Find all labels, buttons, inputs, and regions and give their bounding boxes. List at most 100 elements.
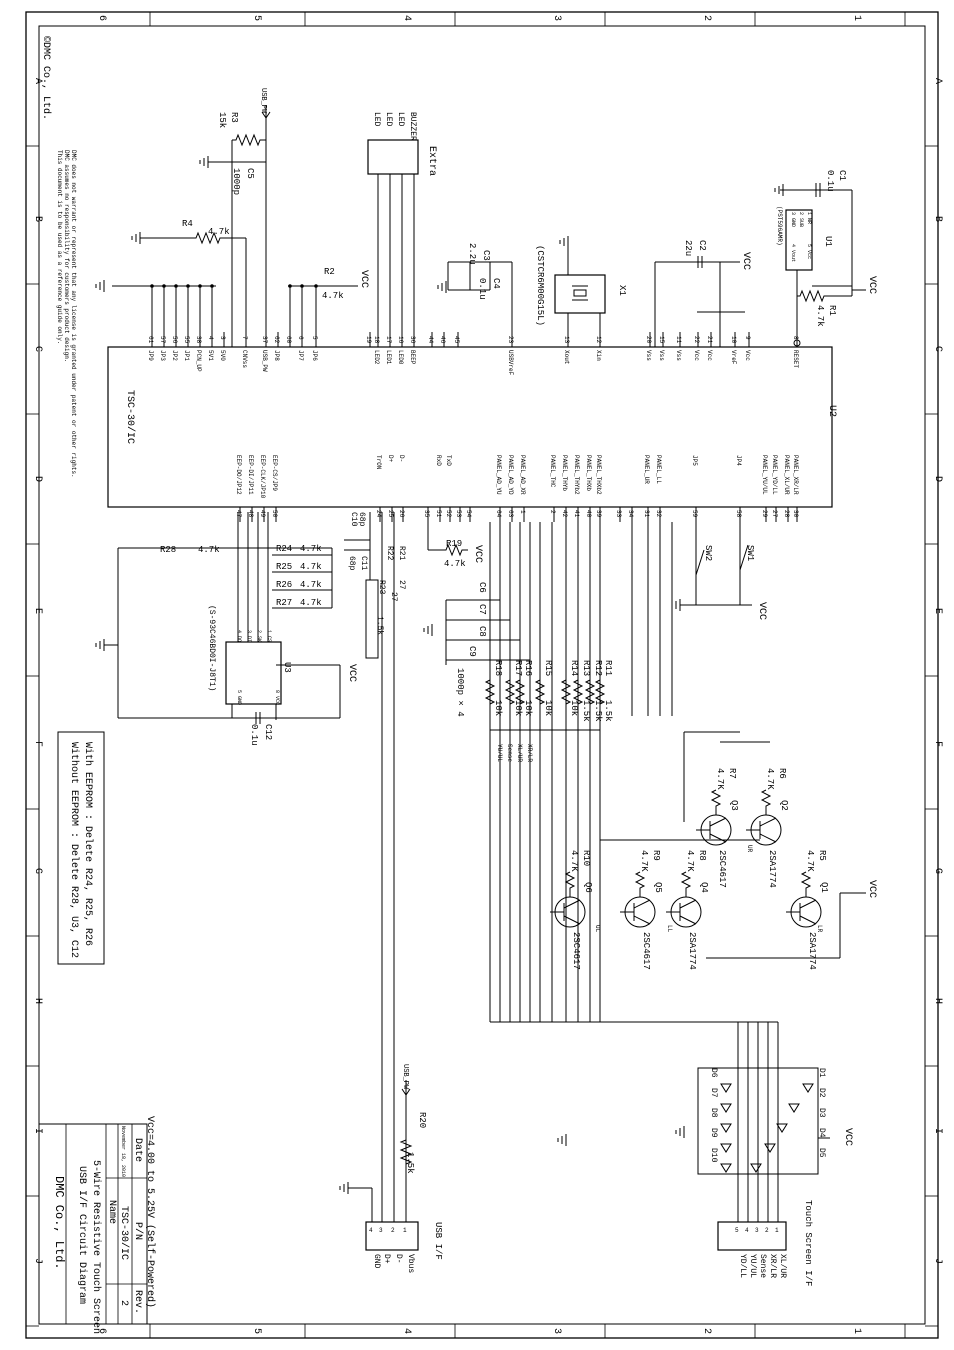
c9-ref: C9 [467, 646, 477, 657]
x1-name-label: (CSTCR6M00G15L) [535, 245, 545, 326]
r3-resistor [232, 133, 266, 147]
vcc-text-r19: VCC [472, 545, 483, 563]
touch-if-pin-num: 2 [765, 1227, 769, 1234]
c1-label: C1 [837, 170, 847, 181]
col-marker-bottom-4-group: 2 [701, 1328, 712, 1334]
u2-bottom-pin-label-12: PANEL_THYb2 [573, 455, 580, 495]
u2-top-pin-num-7-group: 20 [645, 336, 652, 344]
u2-top-pin-num-24-group: 7 [241, 336, 248, 340]
r9-resistor [634, 871, 646, 897]
extra-pin-0: BUZZER [408, 112, 417, 141]
c4-value-label: 0.1u [477, 278, 487, 300]
touch-if-pin-1-group: XR/LR [768, 1254, 777, 1278]
usb-pin-0: Vbus [406, 1254, 415, 1273]
vcc-note: Vcc=4.00 to 5.25V (Self-Powered) [144, 1116, 156, 1308]
diode-symbol-right-1 [802, 1083, 814, 1093]
row-marker-left-6: G [32, 868, 43, 874]
col-marker-top-1: 5 [251, 15, 262, 21]
u2-top-pin-label-22: JP8 [273, 350, 280, 361]
junction-dot [288, 284, 292, 288]
row-marker-right-9-group: J [932, 1258, 943, 1264]
u2-bottom-pins: 30PANEL_XR/LR28PANEL_XL/UR27PANEL_YD/LL2… [235, 455, 799, 522]
u2-bottom-pin-num-0: 30 [792, 510, 799, 518]
r16-ref-group: R16 [523, 660, 533, 676]
outer-frame [25, 11, 939, 1339]
u2-top-pin-label-6: Vss [658, 350, 665, 361]
c2-value: 22u [683, 240, 693, 256]
usb-pin-1: D- [394, 1254, 403, 1264]
r13-ref-group: R13 [581, 660, 591, 676]
row-marker-left-2: C [32, 346, 43, 352]
u2-chip [107, 346, 833, 508]
junction-dot [186, 284, 190, 288]
vcc-label-q: VCC [866, 880, 877, 898]
col-marker-top-0-group: 6 [96, 15, 107, 21]
q4-type-group: 2SA1774 [687, 932, 697, 970]
date-value: November 18, 2010 [120, 1126, 126, 1177]
u3-name: (S-93C46BD0I-J8T1) [207, 605, 216, 691]
u2-top-pin-label-24-group: CNVss [241, 350, 248, 368]
panel-wires [489, 522, 673, 1022]
u2-bottom-pin-label-5: JP5 [691, 455, 698, 466]
u2-bottom-pin-label-10-group: PANEL_THXb2 [595, 455, 602, 495]
touch-if-pin-num: 4 [745, 1227, 749, 1234]
r14-resistor [560, 679, 572, 705]
r11-r18-resistors: R111.5kR121.5kR131.5kR1410kR1510kR1610kR… [484, 660, 613, 731]
u2-bottom-pin-num-11-group: 40 [585, 510, 592, 518]
r17-value: 10k [513, 700, 523, 716]
u2-top-pin-label-9-group: Xout [563, 350, 570, 364]
disclaimer-line-2: DMC assumes no responsibility for custom… [63, 150, 70, 362]
u2-bottom-pin-num-7-group: 31 [643, 510, 650, 518]
r18-ref-group: R18 [493, 660, 503, 676]
r3-value: 15k [217, 112, 227, 128]
u2-top-pin-label-31: JP9 [147, 350, 154, 361]
r10-value: 4.7K [569, 850, 579, 872]
r16-ref: R16 [523, 660, 533, 676]
u2-bottom-pin-num-10-group: 39 [595, 510, 602, 518]
c12-ref: C12 [263, 724, 273, 740]
u2-top-pin-num-1-group: 9 [744, 336, 751, 340]
u2-bottom-pin-num-8-group: 34 [627, 510, 634, 518]
q3-ref-group: Q3 [729, 800, 739, 811]
r24-value: 4.7k [300, 544, 322, 554]
u2-top-pin-num-9: 13 [563, 336, 570, 344]
u2-bottom-pin-label-23-group: D- [398, 455, 405, 462]
u2-top-pin-label-5: Vss [675, 350, 682, 361]
touch-if-pin-2: Sense [758, 1254, 767, 1278]
u1-pin-3-group: 4 Vout [790, 244, 796, 262]
u3-pin-0-group: 1 CS [266, 630, 272, 642]
u3-pin-4-group: 5 GND [236, 690, 242, 705]
r23-ref: R23 [377, 580, 386, 595]
x1-ref: X1 [617, 285, 627, 296]
u2-top-pin-num-16: 17 [385, 336, 392, 344]
q2-type: 2SA1774 [767, 850, 777, 888]
c11-value-label: 68p [347, 556, 356, 571]
u3-pin-3-group: 4 DO [236, 630, 242, 642]
u2-top-pin-label-16-group: LED1 [385, 350, 392, 365]
r3-ref: R3 [229, 112, 239, 123]
u2-top-pin-num-26: 4 [207, 336, 214, 340]
u2-top-pin-label-15: LED0 [397, 350, 404, 365]
u2-bottom-pin-num-4-group: 58 [735, 510, 742, 518]
row-marker-left-1-group: B [32, 216, 43, 222]
vcc-label-u3: VCC [346, 664, 357, 682]
r19-value: 4.7k [444, 559, 466, 569]
usb-connector [365, 1221, 419, 1251]
u2-bottom-pin-num-0-group: 30 [792, 510, 799, 518]
usb-pin-0-group: Vbus [406, 1254, 415, 1273]
u2-top-pin-label-7: Vss [645, 350, 652, 361]
u2-top-pin-label-30: JP3 [159, 350, 166, 361]
u2-top-pin-label-7-group: Vss [645, 350, 652, 361]
r11-value: 1.5k [603, 700, 613, 722]
u2-bottom-pin-num-16: 63 [507, 510, 514, 518]
usb-pin-3-group: GND [372, 1254, 381, 1269]
u2-top-pin-label-22-group: JP8 [273, 350, 280, 361]
ground-symbols [95, 156, 784, 1194]
r13-value-group: 1.5k [581, 700, 591, 722]
sw2-ref: SW2 [703, 545, 713, 561]
u2-top-pin-num-18: 19 [365, 336, 372, 344]
c7-ref: C7 [477, 604, 487, 615]
u1-name: (PST596AMR) [776, 206, 783, 246]
r21-value-label: 27 [397, 580, 406, 590]
usb-pw-label: USB_PW [259, 88, 267, 114]
